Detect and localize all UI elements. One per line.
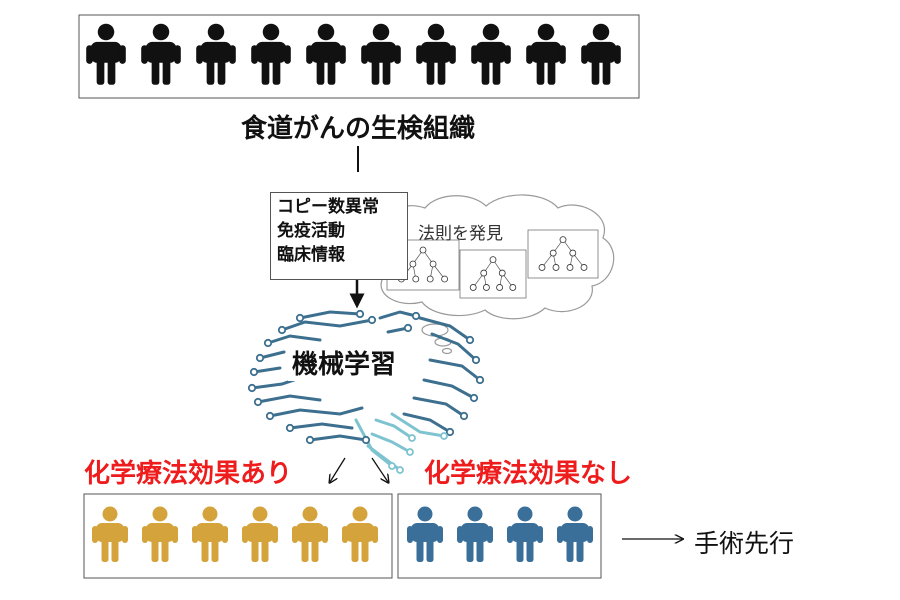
biopsy-label: 食道がんの生検組織 xyxy=(240,114,475,144)
circuit-brain-icon xyxy=(247,309,485,474)
arrow-icon xyxy=(371,457,388,482)
feature-box: コピー数異常 免疫活動 臨床情報 xyxy=(270,192,408,280)
surgery-label: 手術先行 xyxy=(694,529,795,558)
feature-immune: 免疫活動 xyxy=(277,221,345,241)
not-effective-label: 化学療法効果なし xyxy=(424,459,633,489)
feature-clinical: 臨床情報 xyxy=(277,245,345,265)
arrow-icon xyxy=(330,457,346,482)
effective-label: 化学療法効果あり xyxy=(84,459,293,489)
feature-copy-number: コピー数異常 xyxy=(277,197,379,217)
ml-label: 機械学習 xyxy=(288,344,401,381)
effective-group-box xyxy=(83,493,393,579)
discover-label: 法則を発見 xyxy=(418,224,503,244)
